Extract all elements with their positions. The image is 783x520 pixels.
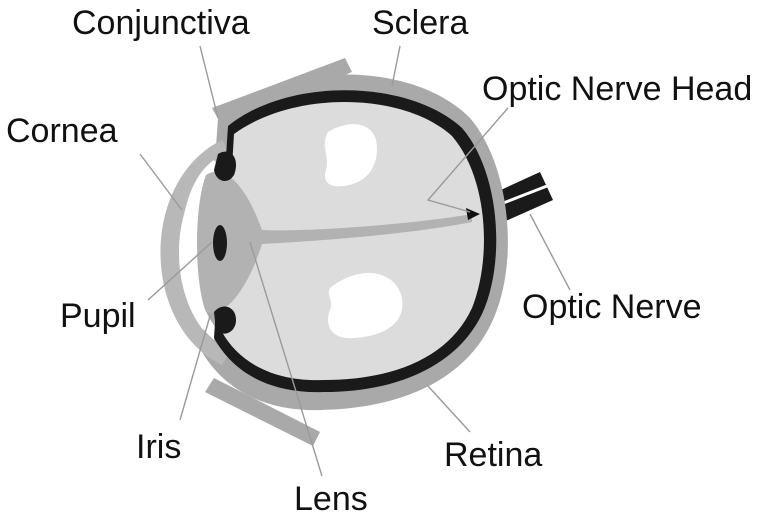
label-retina: Retina [444, 436, 542, 474]
leader-optic-nerve [530, 214, 570, 290]
label-conjunctiva: Conjunctiva [72, 4, 250, 42]
leader-retina [428, 386, 470, 432]
label-cornea: Cornea [6, 112, 118, 150]
leader-conjunctiva [200, 46, 218, 118]
label-iris: Iris [136, 428, 181, 466]
label-sclera: Sclera [372, 4, 468, 42]
label-optic-nerve-head: Optic Nerve Head [482, 70, 752, 108]
label-pupil: Pupil [60, 297, 136, 335]
leader-cornea [140, 154, 182, 210]
label-optic-nerve: Optic Nerve [522, 288, 702, 326]
label-lens: Lens [294, 480, 368, 518]
